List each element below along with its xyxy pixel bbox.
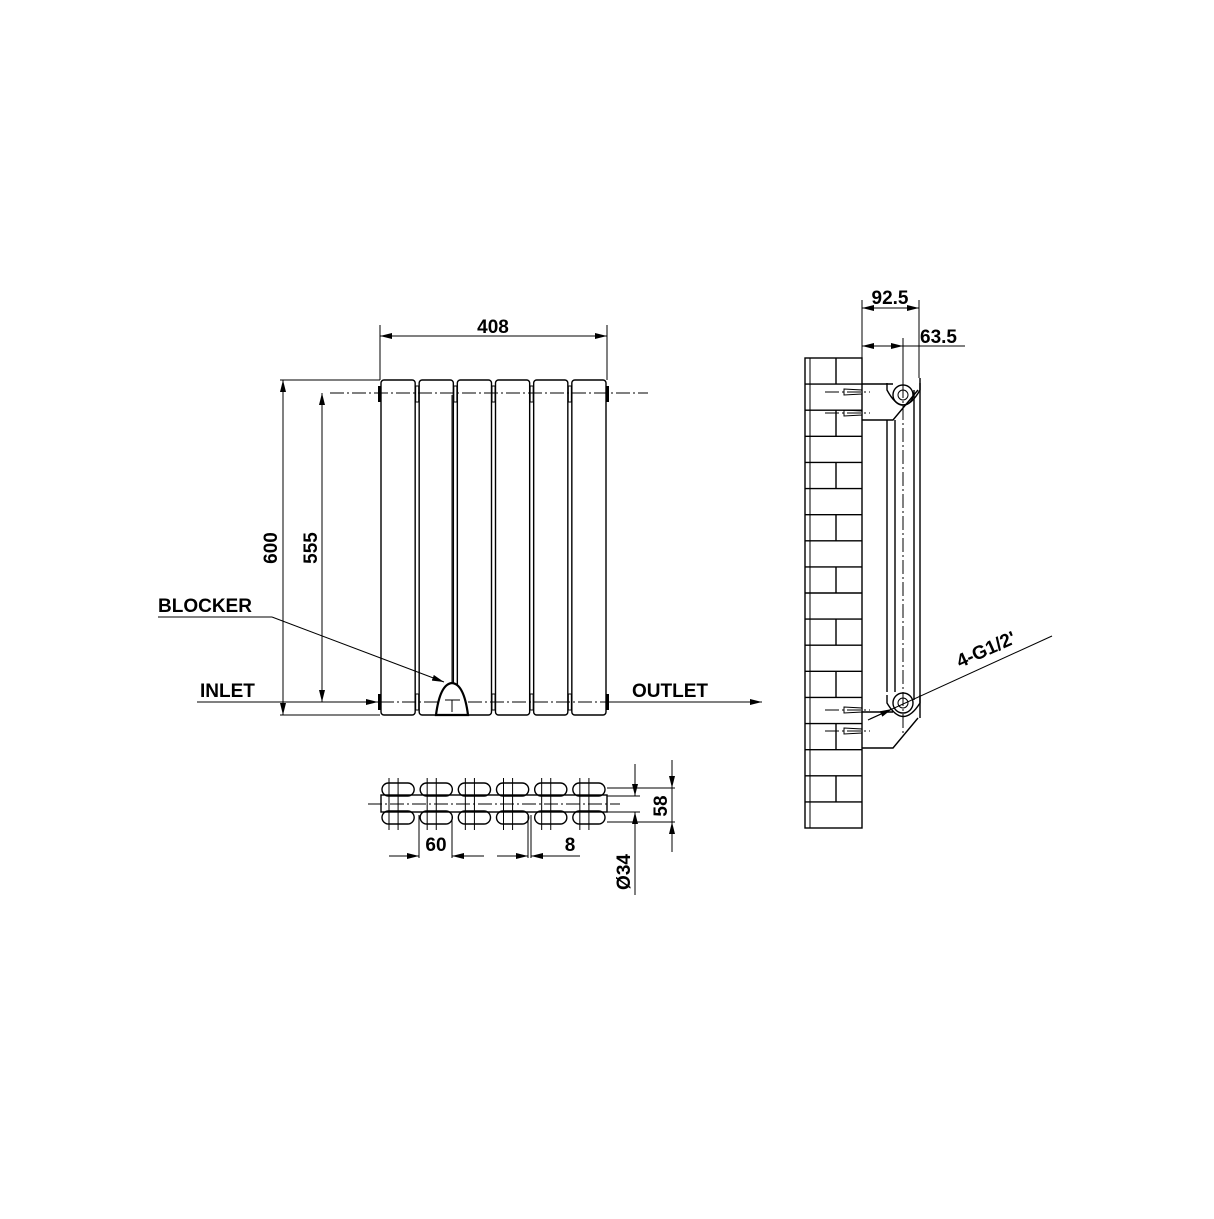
- radiator-column: [532, 379, 569, 716]
- column-connector: [529, 385, 534, 403]
- top-pipe: [886, 383, 921, 406]
- blocker-label: BLOCKER: [158, 596, 252, 617]
- connection-leader: [867, 635, 1053, 721]
- depth-label: 58: [651, 795, 672, 816]
- bottom-bracket: [862, 711, 919, 749]
- column-connector: [453, 385, 458, 403]
- front-view: 408 600 555 BLOCKER INLET OUTLET: [158, 317, 762, 717]
- column-connector: [567, 385, 572, 403]
- inlet-label: INLET: [200, 681, 255, 702]
- screw: [843, 706, 863, 714]
- width-label: 408: [477, 317, 509, 338]
- end-plug: [378, 694, 381, 710]
- radiator-column: [456, 379, 493, 716]
- connection-arrow: [869, 708, 893, 720]
- pipe-offset-label: 63.5: [920, 327, 957, 348]
- tube-label: Ø34: [614, 854, 635, 890]
- bottom-pipe: [886, 692, 921, 718]
- side-view: 92.5 63.5 4-G1/2': [804, 288, 1053, 829]
- screw: [843, 727, 863, 735]
- pitch-label: 60: [425, 835, 446, 856]
- column-connector: [415, 693, 420, 711]
- radiator-column: [380, 379, 416, 716]
- centers-label: 555: [301, 532, 322, 564]
- radiator-columns: [378, 379, 609, 716]
- radiator-column: [494, 379, 531, 716]
- column-connector: [491, 385, 496, 403]
- screw: [843, 409, 863, 417]
- top-bracket: [862, 383, 919, 421]
- end-plug: [606, 386, 609, 402]
- blocker-leader: [271, 616, 445, 683]
- brick-wall: [804, 357, 863, 829]
- bottom-view: 58 Ø34 60 8: [368, 760, 675, 895]
- column-connector: [415, 385, 420, 403]
- radiator-column: [571, 379, 607, 716]
- screw: [843, 388, 863, 396]
- height-label: 600: [261, 532, 282, 564]
- outlet-label: OUTLET: [632, 681, 708, 702]
- gap-label: 8: [565, 835, 576, 856]
- wall-screws: [825, 388, 870, 735]
- end-plug: [378, 386, 381, 402]
- blocker-shape: [434, 681, 470, 717]
- radiator-column: [418, 379, 455, 716]
- depth-label: 92.5: [872, 288, 909, 309]
